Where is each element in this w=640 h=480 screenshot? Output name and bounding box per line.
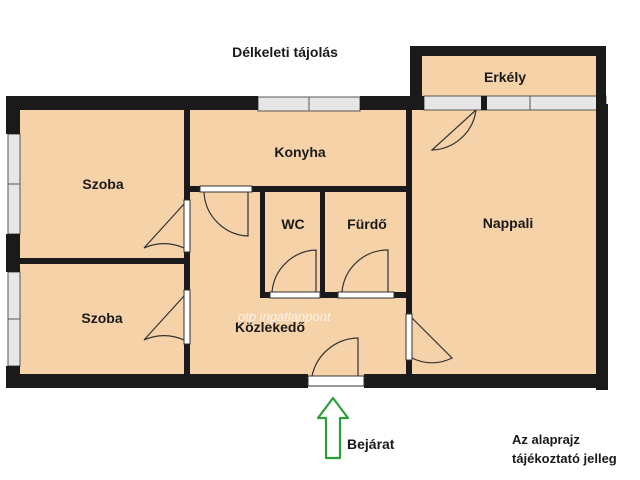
wall-left-mid (6, 234, 20, 272)
door-swings (143, 109, 477, 377)
swing-wc (271, 249, 317, 293)
door-entrance (307, 375, 365, 387)
door-szoba2 (183, 289, 191, 345)
swing-nappali (411, 317, 454, 364)
room-label-szoba1: Szoba (82, 176, 123, 192)
door-furdo (337, 291, 395, 299)
swing-balcony (430, 109, 477, 151)
wall-balcony-right (596, 46, 606, 110)
wall-bottom-right (364, 374, 608, 388)
wall-balcony-top (410, 46, 604, 56)
wall-bottom-left (6, 374, 308, 388)
room-label-konyha: Konyha (274, 144, 326, 160)
floor-balcony (416, 52, 602, 102)
interior-walls (14, 104, 412, 378)
room-label-szoba2: Szoba (81, 310, 122, 326)
room-label-wc: WC (281, 216, 304, 232)
swing-konyha (203, 191, 249, 237)
room-label-furdo: Fürdő (347, 216, 387, 232)
floor-areas (14, 52, 604, 382)
room-label-kozlekedo: Közlekedő (235, 319, 305, 335)
orientation-title: Délkeleti tájolás (232, 44, 338, 60)
balcony-door-post (481, 96, 487, 110)
wall-balcony-left (410, 46, 422, 102)
wall-right (596, 104, 608, 390)
window-balcony-door (423, 95, 607, 111)
swing-furdo (341, 249, 389, 293)
wall-left-bottom (6, 366, 20, 388)
window-mullions (8, 96, 531, 320)
disclaimer-note: Az alaprajz tájékoztató jelleg (512, 430, 617, 468)
swing-entrance (311, 337, 359, 377)
door-nappali (405, 313, 413, 361)
door-konyha (199, 185, 253, 193)
watermark: otp ingatlanpont (238, 309, 331, 324)
door-leaves (183, 185, 413, 387)
room-label-nappali: Nappali (483, 215, 534, 231)
entrance-label: Bejárat (347, 436, 395, 452)
floor-main (14, 104, 604, 382)
disclaimer-line-2: tájékoztató jelleg (512, 451, 617, 466)
door-wc (269, 291, 321, 299)
door-szoba1 (183, 199, 191, 253)
swing-szoba2 (143, 295, 185, 341)
entrance-arrow-icon (316, 396, 350, 460)
wall-left-top (6, 96, 20, 134)
disclaimer-line-1: Az alaprajz (512, 432, 580, 447)
room-label-erkely: Erkély (484, 69, 526, 85)
swing-szoba1 (143, 203, 185, 249)
wall-top-left (6, 96, 258, 110)
